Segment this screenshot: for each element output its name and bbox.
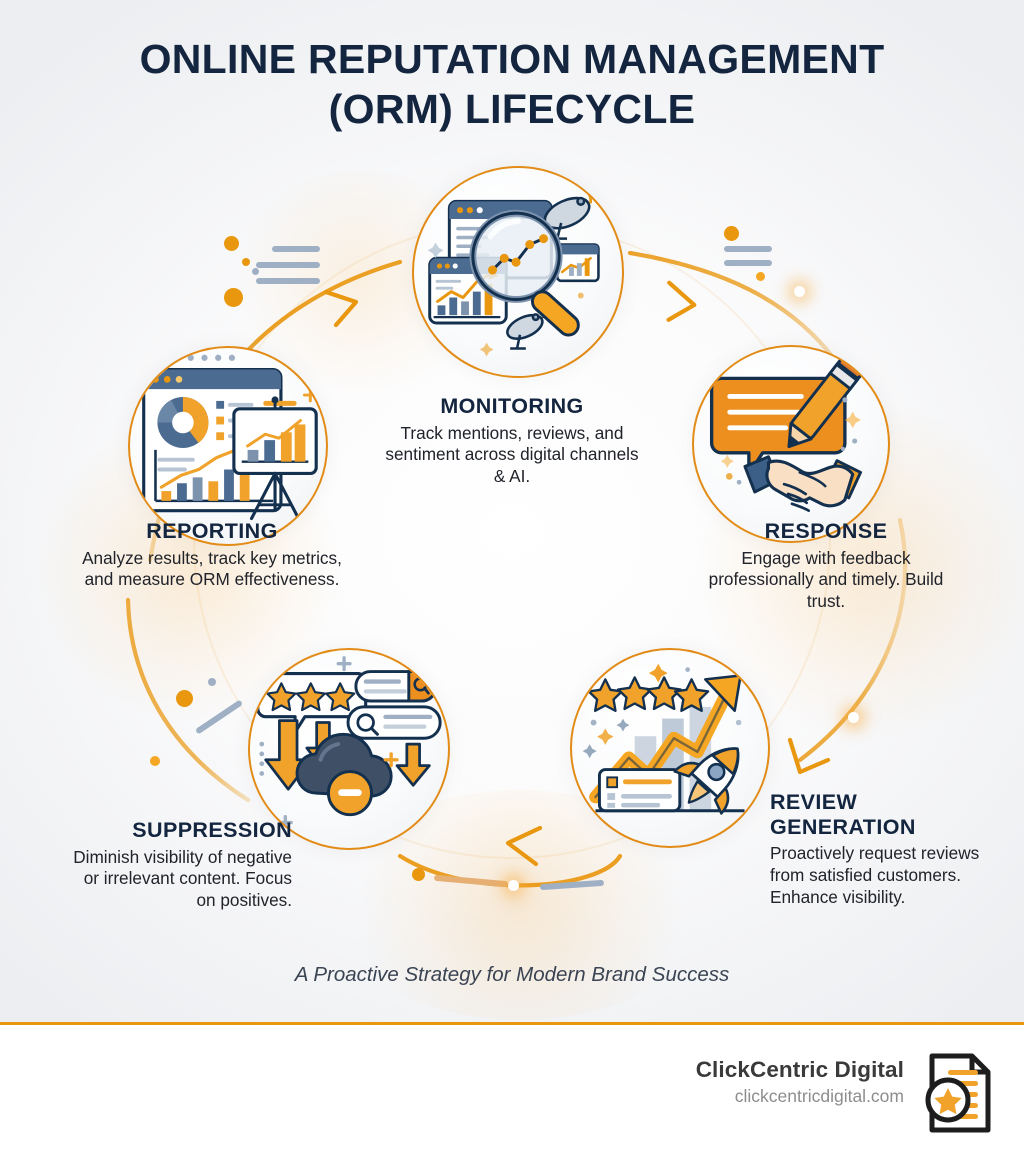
title-line-2: (ORM) LIFECYCLE xyxy=(328,86,696,133)
speech-bubble-pencil-handshake-icon xyxy=(709,353,866,512)
deco-dot xyxy=(224,236,239,251)
deco-dash xyxy=(256,262,320,268)
stage-description: Proactively request reviews from satisfi… xyxy=(770,843,980,907)
stage-description: Analyze results, track key metrics, and … xyxy=(82,547,342,590)
document-star-badge-icon xyxy=(925,1053,991,1133)
deco-dash xyxy=(272,246,320,252)
brand-block: ClickCentric Digital clickcentricdigital… xyxy=(696,1057,904,1107)
cycle-node-reporting[interactable] xyxy=(128,346,328,546)
dashboard-charts-presentation-icon xyxy=(142,354,318,521)
deco-dash xyxy=(724,246,772,252)
label-suppression: SUPPRESSION Diminish visibility of negat… xyxy=(64,818,292,912)
cycle-node-suppression[interactable] xyxy=(248,648,450,850)
stage-heading-line-2: GENERATION xyxy=(770,814,916,839)
footer-divider xyxy=(0,1022,1024,1025)
stars-growth-arrow-rocket-icon xyxy=(582,663,745,815)
brand-url[interactable]: clickcentricdigital.com xyxy=(734,1086,904,1106)
title-line-1: ONLINE REPUTATION MANAGEMENT xyxy=(139,36,885,82)
deco-dash xyxy=(539,879,605,891)
deco-glow-dot xyxy=(794,286,805,297)
deco-dot xyxy=(208,678,216,686)
deco-dot xyxy=(224,288,243,307)
label-monitoring: MONITORING Track mentions, reviews, and … xyxy=(382,394,642,488)
deco-dot xyxy=(176,690,193,707)
footer xyxy=(0,1025,1024,1154)
down-arrows-cloud-minus-icon xyxy=(256,656,442,831)
stage-description: Engage with feedback professionally and … xyxy=(708,547,944,612)
deco-dot xyxy=(412,868,425,881)
cycle-node-review-generation[interactable] xyxy=(570,648,770,848)
brand-name: ClickCentric Digital xyxy=(695,1057,904,1082)
magnifier-dashboard-satellite-icon xyxy=(427,184,600,357)
deco-dot xyxy=(242,258,250,266)
tagline: A Proactive Strategy for Modern Brand Su… xyxy=(294,963,730,986)
deco-dot xyxy=(252,268,259,275)
star-rating-4 xyxy=(587,676,710,713)
deco-dash xyxy=(194,699,244,735)
cycle-node-response[interactable] xyxy=(692,345,890,543)
label-response: RESPONSE Engage with feedback profession… xyxy=(690,519,962,613)
stage-heading: RESPONSE xyxy=(764,519,888,543)
cycle-diagram: MONITORING Track mentions, reviews, and … xyxy=(40,166,1024,1020)
stage-description: Track mentions, reviews, and sentiment a… xyxy=(385,422,639,487)
deco-dot xyxy=(724,226,739,241)
stage-description: Diminish visibility of negative or irrel… xyxy=(73,846,292,911)
deco-dot xyxy=(756,272,765,281)
stage-heading-line-1: REVIEW xyxy=(770,790,858,814)
stage-heading: MONITORING xyxy=(440,394,584,418)
label-review-generation: REVIEW GENERATION Proactively request re… xyxy=(770,790,980,909)
label-reporting: REPORTING Analyze results, track key met… xyxy=(78,519,346,591)
stage-heading: SUPPRESSION xyxy=(132,818,292,842)
deco-dash xyxy=(433,874,509,888)
deco-dash xyxy=(724,260,772,266)
deco-dash xyxy=(256,278,320,284)
cycle-node-monitoring[interactable] xyxy=(412,166,624,378)
star-rating-3 xyxy=(266,682,356,712)
deco-glow-dot xyxy=(508,880,519,891)
page-title: ONLINE REPUTATION MANAGEMENT (ORM) LIFEC… xyxy=(0,34,1024,134)
deco-dot xyxy=(150,756,160,766)
deco-glow-dot xyxy=(848,712,859,723)
stage-heading: REPORTING xyxy=(146,519,278,543)
